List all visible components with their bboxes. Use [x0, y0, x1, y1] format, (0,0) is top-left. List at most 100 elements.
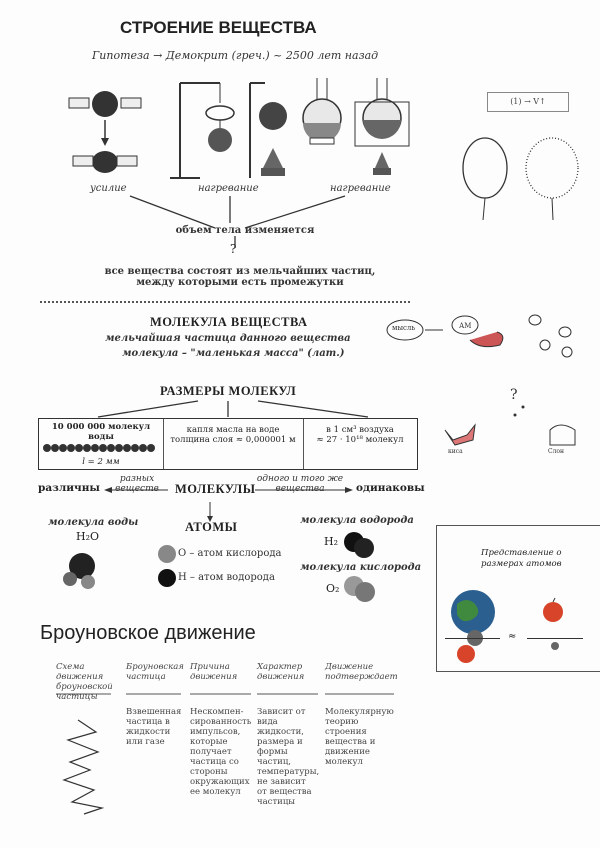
col4-b10: частицы	[257, 797, 296, 807]
col2-h1: Броуновская	[126, 662, 184, 672]
col5-b6: молекул	[325, 757, 363, 767]
oxygen-molecule-icon	[344, 576, 375, 602]
water-molecule-chain-icon	[43, 444, 155, 452]
experiment-label-1: усилие	[90, 183, 127, 194]
col1-h4: частицы	[56, 692, 98, 702]
molecules-arrows	[104, 487, 353, 522]
col5-h1: Движение	[325, 662, 374, 672]
col4-b2: вида	[257, 717, 278, 727]
oxygen-label: молекула кислорода	[300, 562, 422, 573]
sizes-cell-2-line-1: капля масла на воде	[186, 425, 280, 435]
col5-b3: строения	[325, 727, 367, 737]
molecule-sketch-icon	[386, 314, 573, 358]
brownian-col-3-head: Причина движения	[190, 662, 256, 682]
brownian-col-4-body: Зависит от вида жидкости, размера и форм…	[257, 707, 323, 807]
panel-line-1	[445, 638, 500, 639]
molecule-heading: МОЛЕКУЛА ВЕЩЕСТВА	[150, 315, 308, 329]
atom-hydrogen: H – атом водорода	[178, 572, 275, 583]
molecule-tag: мысль	[392, 324, 416, 332]
col2-b1: Взвешенная	[126, 707, 182, 717]
col5-h2: подтверждает	[325, 672, 398, 682]
section-divider	[40, 301, 410, 303]
sizes-cell-3-line-2: ≈ 27 · 10¹⁸ молекул	[316, 435, 404, 445]
volume-changes-text: объем тела изменяется	[175, 225, 315, 236]
col2-b4: или газе	[126, 737, 165, 747]
conclusion-line-1: все вещества состоят из мельчайших части…	[104, 266, 376, 277]
brownian-col-2-head: Броуновская частица	[126, 662, 186, 682]
col4-b7: температуры,	[257, 767, 320, 777]
col4-b6: частиц,	[257, 757, 291, 767]
col4-b1: Зависит от	[257, 707, 306, 717]
hypothesis-line: Гипотеза → Демокрит (греч.) ~ 2500 лет н…	[92, 49, 379, 62]
experiments-diagram	[68, 78, 410, 248]
earth-apple-icon	[451, 590, 563, 663]
col4-b3: жидкости,	[257, 727, 304, 737]
col3-b6: частица со	[190, 757, 239, 767]
hydrogen-formula: H₂	[324, 535, 339, 548]
sizes-cell-1-text: 10 000 000 молекул воды	[51, 422, 151, 442]
atom-size-text: Представление о размерах атомов	[481, 548, 562, 570]
col3-b4: которые	[190, 737, 228, 747]
col5-b5: движение	[325, 747, 370, 757]
col4-b9: от вещества	[257, 787, 312, 797]
col4-h1: Характер	[257, 662, 303, 672]
experiment-label-3: нагревание	[330, 183, 391, 194]
atoms-heading: АТОМЫ	[185, 520, 238, 534]
atom-size-text-2: размерах атомов	[481, 559, 562, 569]
brownian-path-icon	[62, 719, 105, 815]
ball-squeeze-icon	[68, 91, 142, 173]
ring-ball-icon	[170, 82, 287, 179]
molecule-def-1: мельчайшая частица данного вещества	[105, 333, 351, 344]
page-title: СТРОЕНИЕ ВЕЩЕСТВА	[120, 18, 317, 37]
col5-b2: теорию	[325, 717, 359, 727]
col5-b1: Молекулярную	[325, 707, 394, 717]
molecule-def-2: молекула – "маленькая масса" (лат.)	[122, 348, 345, 359]
right-note-1: одного и того же	[256, 474, 344, 484]
am-tag: АМ	[459, 322, 472, 330]
brownian-heading: Броуновское движение	[40, 622, 256, 644]
col3-b3: импульсов,	[190, 727, 241, 737]
col3-b5: получает	[190, 747, 232, 757]
molecules-left-note: разных веществ	[112, 474, 162, 494]
right-note-2: вещества	[275, 484, 325, 494]
flasks-icon	[302, 78, 410, 175]
svg-text:?: ?	[510, 387, 518, 403]
sketch-label-1: киса	[448, 448, 463, 455]
atom-size-text-1: Представление о	[481, 548, 562, 558]
col4-b4: размера и	[257, 737, 303, 747]
molecules-same: одинаковы	[356, 482, 425, 494]
left-note-1: разных	[119, 474, 155, 484]
brownian-col-2-body: Взвешенная частица в жидкости или газе	[126, 707, 186, 747]
col1-h2: движения	[56, 672, 104, 682]
sizes-table: 10 000 000 молекул воды l = 2 мм капля м…	[38, 418, 418, 470]
col4-b8: не зависит	[257, 777, 306, 787]
brownian-col-3-body: Нескомпен- сированность импульсов, котор…	[190, 707, 256, 797]
col4-b5: формы	[257, 747, 288, 757]
col1-h3: броуновской	[56, 682, 113, 692]
water-formula: H₂O	[76, 530, 100, 543]
atoms-icons	[158, 545, 176, 587]
brownian-col-5-head: Движение подтверждает	[325, 662, 398, 682]
approx-sign: ≈	[508, 631, 517, 642]
experiment-label-2: нагревание	[198, 183, 259, 194]
oxygen-formula: O₂	[326, 582, 340, 595]
side-note-box: (1) → V↑	[487, 92, 569, 112]
molecules-right-note: одного и того же вещества	[255, 474, 345, 494]
col4-h2: движения	[257, 672, 305, 682]
col3-b2: сированность	[190, 717, 252, 727]
sizes-cell-1: 10 000 000 молекул воды l = 2 мм	[39, 419, 164, 469]
col3-h2: движения	[190, 672, 238, 682]
brownian-col-1-head: Схема движения броуновской частицы	[56, 662, 116, 702]
brownian-underline-row	[56, 693, 394, 695]
col3-h1: Причина	[190, 662, 230, 672]
sizes-cell-2: капля масла на воде толщина слоя ≈ 0,000…	[163, 419, 304, 469]
hydrogen-molecule-icon	[344, 532, 374, 558]
col3-b7: стороны	[190, 767, 228, 777]
col1-h1: Схема	[56, 662, 85, 672]
water-molecule-icon	[63, 553, 95, 589]
col3-b9: ее молекул	[190, 787, 241, 797]
col5-b4: вещества и	[325, 737, 376, 747]
brownian-col-4-head: Характер движения	[257, 662, 323, 682]
panel-line-2	[527, 638, 583, 639]
sizes-heading: РАЗМЕРЫ МОЛЕКУЛ	[160, 384, 297, 398]
